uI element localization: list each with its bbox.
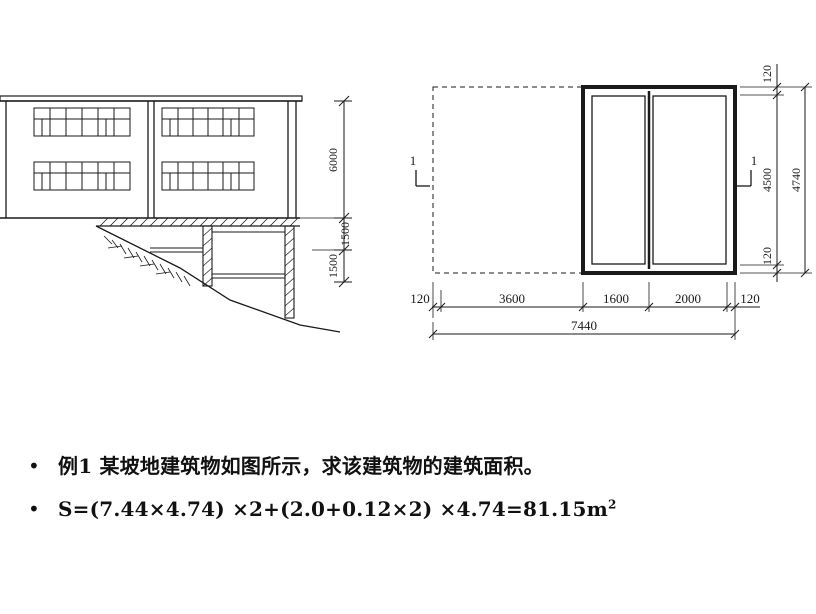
plan-dim-bottom-1: 3600 — [499, 291, 525, 306]
section-marker-left-label: 1 — [410, 153, 417, 168]
section-marker-right-label: 1 — [751, 153, 758, 168]
plan-room-right — [652, 95, 727, 265]
bullet-dot-icon: • — [28, 497, 40, 521]
area-formula-main: S=(7.44×4.74) ×2+(2.0+0.12×2) ×4.74=81.1… — [58, 497, 608, 521]
section-dim-1500-upper: 1500 — [338, 222, 352, 246]
plan-dim-total-height: 4740 — [789, 168, 803, 192]
building-drawing: 6000 1500 1500 — [0, 64, 812, 340]
plan-dim-right-2: 120 — [760, 247, 774, 265]
section-dim-6000: 6000 — [326, 148, 340, 172]
area-formula: S=(7.44×4.74) ×2+(2.0+0.12×2) ×4.74=81.1… — [58, 497, 617, 521]
plan-dim-bottom-4: 120 — [740, 291, 760, 306]
window — [33, 107, 131, 137]
section-dim-1500-lower: 1500 — [326, 254, 340, 278]
bullet-item: • 例1 某坡地建筑物如图所示，求该建筑物的建筑面积。 — [28, 450, 808, 479]
bullet-list: • 例1 某坡地建筑物如图所示，求该建筑物的建筑面积。 • S=(7.44×4.… — [28, 450, 808, 539]
bullet-dot-icon: • — [28, 454, 40, 478]
area-unit-superscript: 2 — [607, 497, 617, 512]
example-question: 例1 某坡地建筑物如图所示，求该建筑物的建筑面积。 — [58, 454, 544, 478]
bullet-item: • S=(7.44×4.74) ×2+(2.0+0.12×2) ×4.74=81… — [28, 497, 808, 521]
window — [33, 161, 131, 191]
plan-dim-right-0: 120 — [760, 65, 774, 83]
slab-hatch — [99, 217, 299, 227]
plan-drawing — [415, 64, 812, 340]
plan-room-left — [591, 95, 646, 265]
ground-hatch — [103, 235, 191, 287]
section-drawing — [0, 95, 352, 333]
plan-dim-total-width: 7440 — [571, 318, 597, 333]
plan-dim-bottom-0: 120 — [410, 291, 430, 306]
plan-dim-right-1: 4500 — [760, 168, 774, 192]
window — [161, 161, 255, 191]
plan-dim-bottom-3: 2000 — [675, 291, 701, 306]
plan-dim-bottom-2: 1600 — [603, 291, 629, 306]
plan-outer-wall — [581, 85, 737, 275]
window — [161, 107, 255, 137]
